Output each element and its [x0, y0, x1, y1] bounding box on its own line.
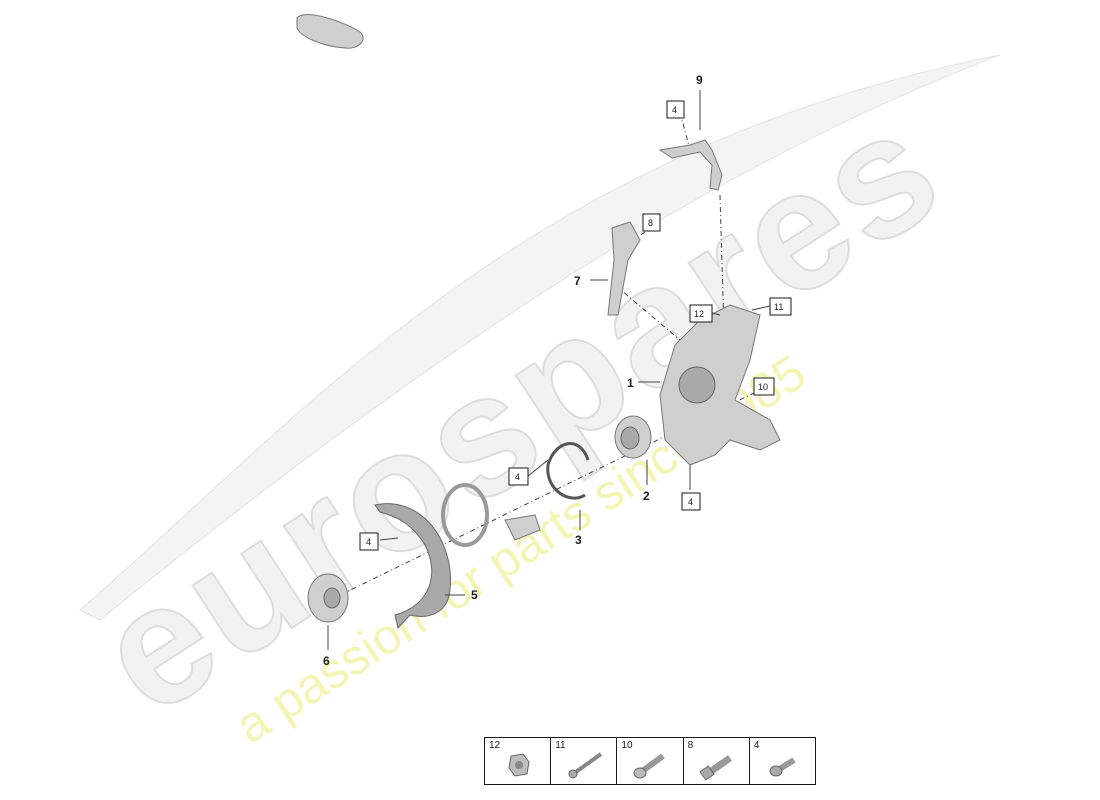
part-label-3: 3 [575, 533, 582, 547]
legend-number: 10 [621, 740, 633, 751]
svg-text:11: 11 [774, 302, 783, 312]
ref-box-4-top: 4 [666, 100, 685, 119]
part-label-9: 9 [696, 73, 703, 87]
ref-box-4-right: 4 [681, 492, 701, 511]
ref-box-11: 11 [769, 297, 792, 316]
hub-center [323, 587, 341, 609]
legend-number: 11 [555, 740, 566, 751]
legend-cell-12: 12 [485, 738, 552, 784]
svg-text:4: 4 [688, 497, 693, 507]
legend-number: 8 [687, 740, 694, 751]
watermark: eurospares a passion for parts since 198… [66, 54, 1001, 754]
legend-cell-8: 8 [684, 738, 750, 784]
ref-box-10: 10 [753, 377, 775, 396]
svg-text:8: 8 [648, 218, 653, 228]
short-bolt-icon [769, 757, 796, 777]
circlip-part [546, 442, 590, 500]
legend-cell-4: 4 [750, 738, 815, 784]
steering-arm-part [607, 221, 641, 316]
svg-text:12: 12 [694, 309, 704, 319]
ref-box-4-left: 4 [359, 532, 379, 551]
ref-box-12: 12 [689, 304, 713, 323]
part-label-2: 2 [643, 489, 650, 503]
watermark-brand: eurospares [67, 71, 973, 751]
hex-bolt-icon [698, 755, 732, 781]
dust-shield-tab [504, 514, 541, 541]
ref-box-4-mid: 4 [508, 467, 529, 486]
legend-cell-10: 10 [617, 738, 684, 784]
svg-text:10: 10 [758, 382, 768, 392]
svg-text:4: 4 [515, 472, 520, 482]
long-bolt-icon [568, 752, 603, 779]
svg-text:4: 4 [366, 537, 371, 547]
wheel-carrier-part [659, 304, 781, 466]
ref-box-8: 8 [642, 213, 661, 232]
brake-shield-part [374, 503, 451, 630]
bearing-bore [620, 426, 640, 450]
part-label-5: 5 [471, 588, 478, 602]
leader-lines [327, 90, 771, 650]
part-label-1: 1 [627, 376, 634, 390]
legend-cell-11: 11 [551, 738, 618, 784]
sensor-bracket-part [658, 139, 723, 191]
nut-icon [508, 753, 530, 777]
fastener-legend: 12 11 10 8 4 [484, 737, 816, 785]
legend-number: 12 [489, 740, 501, 751]
abs-ring-part [441, 483, 489, 547]
flange-bolt-icon [633, 753, 666, 779]
legend-number: 4 [753, 740, 760, 751]
knuckle-bore [678, 366, 716, 404]
part-label-7: 7 [574, 274, 581, 288]
part-label-6: 6 [323, 654, 330, 668]
svg-text:4: 4 [672, 105, 677, 115]
rubber-cap-part [296, 14, 364, 49]
